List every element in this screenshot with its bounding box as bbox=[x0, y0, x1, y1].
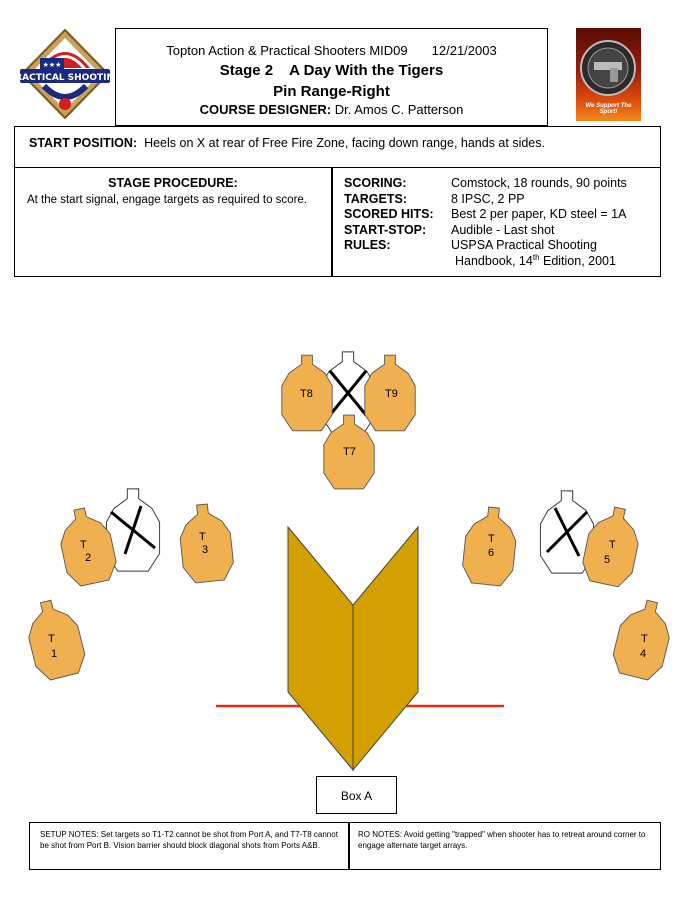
rules-continued: Handbook, 14th Edition, 2001 bbox=[455, 253, 616, 268]
range-name: Pin Range-Right bbox=[273, 83, 390, 100]
start-position-text: Heels on X at rear of Free Fire Zone, fa… bbox=[144, 136, 545, 150]
rules-cont-post: Edition, 2001 bbox=[539, 254, 616, 269]
scoring-value: Comstock, 18 rounds, 90 points bbox=[451, 176, 627, 190]
barrier-left-panel bbox=[287, 525, 354, 772]
scored-hits-value: Best 2 per paper, KD steel = 1A bbox=[451, 207, 627, 221]
label-t4-number: 4 bbox=[640, 648, 646, 660]
label-t6-letter: T bbox=[488, 533, 495, 545]
course-designer: COURSE DESIGNER: Dr. Amos C. Patterson bbox=[116, 102, 547, 117]
label-t5-letter: T bbox=[609, 539, 616, 551]
no-shoot-x-right bbox=[545, 507, 589, 557]
rules-value: USPSA Practical Shooting bbox=[451, 238, 597, 252]
svg-text:★★★: ★★★ bbox=[43, 61, 62, 69]
setup-notes: SETUP NOTES: Set targets so T1-T2 cannot… bbox=[40, 830, 338, 850]
target-t1 bbox=[20, 594, 90, 684]
label-t7: T7 bbox=[343, 446, 356, 458]
start-stop-key: START-STOP: bbox=[344, 223, 427, 237]
notes-box: SETUP NOTES: Set targets so T1-T2 cannot… bbox=[29, 822, 661, 870]
svg-text:PRACTICAL SHOOTING: PRACTICAL SHOOTING bbox=[18, 73, 112, 83]
club-line: Topton Action & Practical Shooters MID09… bbox=[116, 43, 547, 58]
shooting-box-a: Box A bbox=[316, 776, 397, 814]
stage-date: 12/21/2003 bbox=[431, 43, 497, 58]
stage-header: Topton Action & Practical Shooters MID09… bbox=[115, 28, 548, 126]
targets-key: TARGETS: bbox=[344, 192, 407, 206]
label-t1-letter: T bbox=[48, 633, 55, 645]
no-shoot-x-left bbox=[110, 505, 156, 555]
stage-title: Stage 2 A Day With the Tigers bbox=[116, 62, 547, 79]
box-a-label: Box A bbox=[340, 789, 373, 803]
rules-cont-sup: th bbox=[532, 253, 540, 262]
label-t9: T9 bbox=[385, 388, 398, 400]
uspsa-logo: ★★★ PRACTICAL SHOOTING bbox=[9, 28, 121, 120]
start-position-box: START POSITION: Heels on X at rear of Fr… bbox=[14, 126, 661, 168]
barrier-right-panel bbox=[352, 525, 419, 772]
label-t3-letter: T bbox=[199, 531, 206, 543]
notes-divider bbox=[348, 823, 350, 869]
club-logo: We Support The Sport! bbox=[576, 28, 641, 121]
rules-cont-pre: Handbook, 14 bbox=[455, 254, 533, 269]
target-t3 bbox=[176, 501, 236, 585]
column-divider bbox=[331, 168, 333, 276]
stage-details-box: STAGE PROCEDURE: At the start signal, en… bbox=[14, 167, 661, 277]
label-t3-number: 3 bbox=[202, 544, 208, 556]
label-t5-number: 5 bbox=[604, 554, 610, 566]
target-t6 bbox=[460, 504, 520, 588]
no-shoot-x-top bbox=[328, 370, 368, 416]
start-position-label: START POSITION: bbox=[29, 136, 138, 150]
label-t2-letter: T bbox=[80, 539, 87, 551]
ro-notes: RO NOTES: Avoid getting "trapped" when s… bbox=[358, 830, 646, 850]
label-t4-letter: T bbox=[641, 633, 648, 645]
label-t8: T8 bbox=[300, 388, 313, 400]
label-t2-number: 2 bbox=[85, 552, 91, 564]
stage-number: Stage 2 bbox=[219, 62, 274, 79]
label-t6-number: 6 bbox=[488, 547, 494, 559]
logo-tagline: We Support The Sport! bbox=[585, 103, 632, 115]
stage-name: A Day With the Tigers bbox=[289, 62, 444, 79]
designer-label: COURSE DESIGNER: bbox=[199, 102, 332, 117]
targets-value: 8 IPSC, 2 PP bbox=[451, 192, 525, 206]
scoring-key: SCORING: bbox=[344, 176, 407, 190]
start-stop-value: Audible - Last shot bbox=[451, 223, 555, 237]
label-t1-number: 1 bbox=[51, 648, 57, 660]
stage-diagram: T8 T9 T7 T 2 T 3 T 1 T 6 T 5 bbox=[20, 351, 678, 772]
procedure-title: STAGE PROCEDURE: bbox=[108, 176, 238, 190]
rules-key: RULES: bbox=[344, 238, 391, 252]
club-name: Topton Action & Practical Shooters MID09 bbox=[166, 43, 408, 58]
scored-hits-key: SCORED HITS: bbox=[344, 207, 434, 221]
procedure-text: At the start signal, engage targets as r… bbox=[27, 194, 307, 206]
start-position: START POSITION: Heels on X at rear of Fr… bbox=[29, 136, 545, 150]
designer-name: Dr. Amos C. Patterson bbox=[334, 102, 464, 117]
